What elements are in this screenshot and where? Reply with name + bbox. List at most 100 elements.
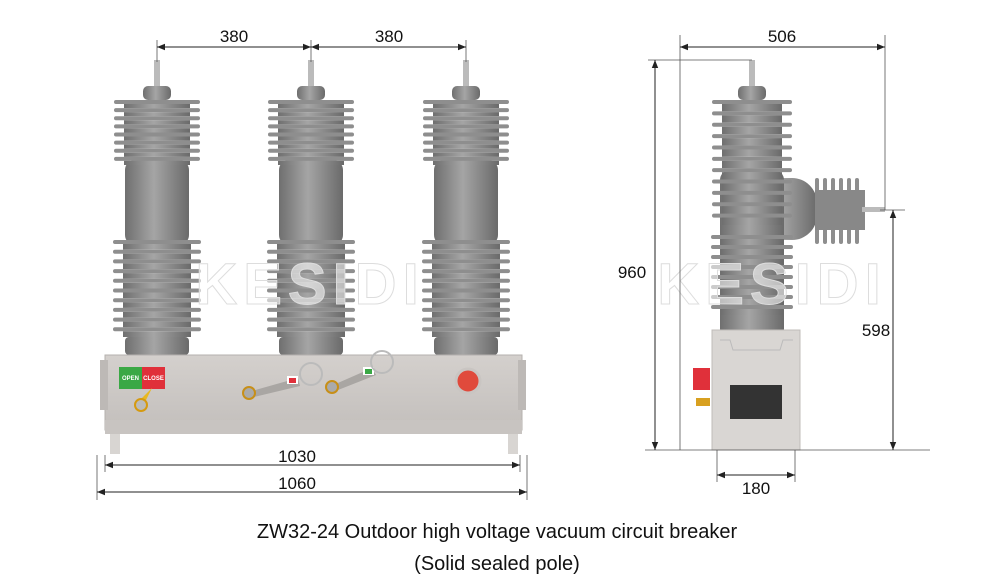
shed — [423, 156, 509, 161]
shed — [712, 100, 792, 104]
pole-body — [125, 160, 189, 245]
shed — [267, 249, 355, 254]
shed — [712, 190, 792, 195]
shed — [712, 111, 792, 116]
dim-1030: 1030 — [278, 447, 316, 466]
shed — [267, 317, 355, 322]
shed — [422, 298, 510, 303]
shed — [114, 148, 200, 153]
dim-380-right: 380 — [375, 27, 403, 46]
shed — [423, 132, 509, 137]
insulator-pole — [711, 60, 793, 333]
shed — [113, 259, 201, 264]
side-terminal-arm — [752, 178, 885, 244]
shed — [113, 307, 201, 312]
shed — [711, 295, 793, 299]
shed — [114, 108, 200, 113]
side-dimensions: 506 960 598 180 — [618, 27, 930, 498]
pole-body — [434, 160, 498, 245]
shed — [267, 269, 355, 274]
shed — [267, 298, 355, 303]
shed — [711, 235, 793, 239]
insulator-pole — [267, 60, 355, 355]
shed — [711, 285, 793, 289]
shed — [268, 124, 354, 129]
shed — [711, 275, 793, 279]
shed — [268, 148, 354, 153]
operating-lever[interactable] — [242, 350, 394, 400]
dim-380-left: 380 — [220, 27, 248, 46]
shed — [268, 132, 354, 137]
shed — [423, 116, 509, 121]
shed — [712, 134, 792, 139]
front-view — [113, 60, 510, 355]
terminal-rod — [749, 60, 755, 88]
shed — [712, 213, 792, 218]
side-housing — [693, 329, 801, 451]
shed — [114, 156, 200, 161]
shed — [712, 156, 792, 161]
dim-180: 180 — [742, 479, 770, 498]
shed — [267, 288, 355, 293]
shed — [268, 116, 354, 121]
shed — [113, 317, 201, 322]
shed — [712, 179, 792, 184]
shed — [267, 327, 355, 332]
shed — [422, 269, 510, 274]
terminal-rod — [308, 60, 314, 88]
shed — [268, 100, 354, 104]
close-label: CLOSE — [143, 376, 164, 382]
shed — [422, 249, 510, 254]
shed — [711, 255, 793, 259]
shed — [268, 140, 354, 145]
shed — [711, 265, 793, 269]
shed — [712, 122, 792, 127]
shed — [422, 317, 510, 322]
shed — [114, 100, 200, 104]
shed — [268, 156, 354, 161]
open-label: OPEN — [122, 376, 139, 382]
emergency-trip-button[interactable] — [454, 367, 482, 395]
indicator-pivot-icon — [134, 398, 148, 412]
insulator-pole — [422, 60, 510, 355]
shed — [423, 108, 509, 113]
side-terminal-rod — [862, 207, 885, 212]
shed — [423, 100, 509, 104]
caption-subtitle: (Solid sealed pole) — [414, 553, 580, 575]
shed — [423, 140, 509, 145]
shed — [267, 240, 355, 244]
front-dimensions: 380 380 1030 1060 — [96, 27, 528, 500]
shed — [113, 298, 201, 303]
shed — [422, 240, 510, 244]
shed — [113, 327, 201, 332]
nameplate — [730, 385, 782, 419]
shed — [113, 249, 201, 254]
dim-598: 598 — [862, 321, 890, 340]
side-actuator — [693, 368, 710, 390]
insulator-pole — [113, 60, 201, 355]
shed — [422, 327, 510, 332]
dim-960: 960 — [618, 263, 646, 282]
mechanism-housing — [100, 354, 526, 454]
shed — [712, 168, 792, 173]
shed — [114, 140, 200, 145]
shed — [422, 278, 510, 283]
terminal-rod — [154, 60, 160, 88]
shed — [114, 132, 200, 137]
shed — [113, 240, 201, 244]
shed — [712, 202, 792, 207]
shed — [113, 288, 201, 293]
caption-title: ZW32-24 Outdoor high voltage vacuum circ… — [257, 521, 738, 543]
dim-506: 506 — [768, 27, 796, 46]
shed — [113, 269, 201, 274]
shed — [712, 145, 792, 150]
shed — [114, 124, 200, 129]
shed — [267, 307, 355, 312]
shed — [422, 259, 510, 264]
shed — [423, 148, 509, 153]
watermark-front: KESIDI — [195, 252, 424, 317]
shed — [268, 108, 354, 113]
shed — [114, 116, 200, 121]
open-close-indicator: OPEN CLOSE — [119, 367, 165, 412]
